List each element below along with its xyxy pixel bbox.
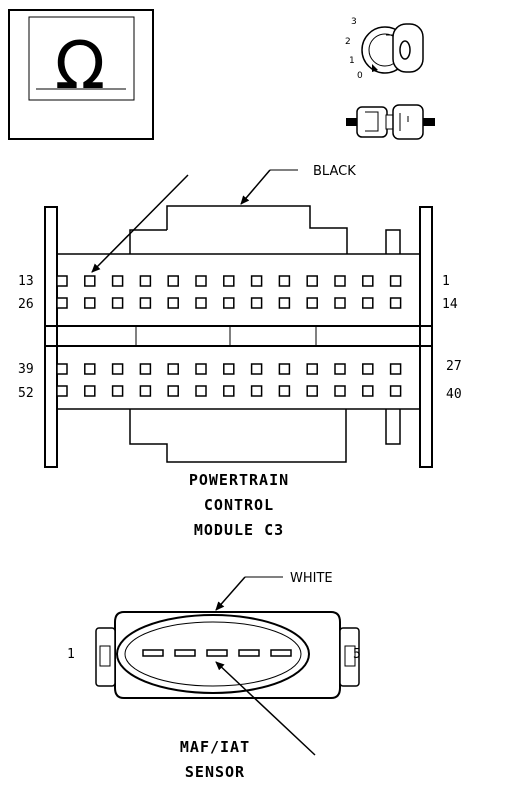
- omega-symbol: Ω: [55, 27, 105, 104]
- maf-pin-cavity: [206, 649, 228, 657]
- pcm-pin-cavity: [195, 275, 207, 287]
- pcm-pin-cavity: [167, 363, 179, 375]
- pcm-pin-grid: [56, 275, 402, 397]
- maf-color-label: WHITE: [290, 571, 333, 586]
- pcm-pin-cavity: [334, 297, 346, 309]
- pcm-pin-label-27: 27: [446, 359, 462, 374]
- pcm-pin-label-39: 39: [18, 362, 34, 377]
- pcm-pin-cavity: [389, 385, 402, 397]
- pcm-pin-cavity: [334, 363, 346, 375]
- pcm-pin-cavity: [139, 275, 152, 287]
- pcm-pin-cavity: [139, 363, 152, 375]
- pcm-pin-cavity: [56, 275, 68, 287]
- pcm-pin-cavity: [389, 297, 402, 309]
- pcm-pin-cavity: [306, 363, 318, 375]
- pcm-pin-cavity: [278, 385, 291, 397]
- pcm-pin-cavity: [84, 363, 96, 375]
- maf-title-line1: MAF/IAT: [180, 738, 250, 756]
- pcm-pin-cavity: [223, 275, 235, 287]
- pcm-pin-label-1: 1: [442, 274, 450, 289]
- pcm-pin-cavity: [139, 385, 152, 397]
- ohmmeter-icon: Ω: [8, 9, 154, 140]
- ignition-key-icon: 3 2 1 0: [345, 17, 424, 81]
- pcm-pin-label-13: 13: [18, 274, 34, 289]
- pcm-pin-cavity: [278, 363, 291, 375]
- maf-pin-label-5: 5: [353, 647, 361, 662]
- pcm-color-label: BLACK: [313, 164, 356, 179]
- pcm-pin-cavity: [139, 297, 152, 309]
- pcm-pin-cavity: [223, 297, 235, 309]
- pcm-pin-cavity: [195, 363, 207, 375]
- pcm-pin-cavity: [111, 297, 124, 309]
- pcm-pin-label-26: 26: [18, 297, 34, 312]
- pcm-pin-cavity: [56, 297, 68, 309]
- pcm-pin-cavity: [111, 363, 124, 375]
- maf-pin-row: [142, 649, 292, 657]
- pcm-pin-cavity: [167, 297, 179, 309]
- maf-pin-cavity: [270, 649, 292, 657]
- key-position-2: 2: [345, 37, 351, 47]
- pcm-pin-cavity: [111, 275, 124, 287]
- maf-iat-connector: WHITE 1 5 MAF/IAT SENSOR: [67, 571, 361, 781]
- pcm-pin-cavity: [56, 385, 68, 397]
- pcm-pin-cavity: [278, 275, 291, 287]
- pcm-pin-cavity: [306, 275, 318, 287]
- pcm-pin-cavity: [84, 385, 96, 397]
- key-position-3: 3: [351, 17, 357, 27]
- pcm-pin-cavity: [334, 275, 346, 287]
- pcm-pin-cavity: [167, 275, 179, 287]
- pcm-pin-cavity: [362, 363, 374, 375]
- maf-title-line2: SENSOR: [185, 763, 245, 781]
- pcm-pin-label-52: 52: [18, 386, 34, 401]
- pcm-pin-cavity: [334, 385, 346, 397]
- pcm-pin-cavity: [250, 275, 263, 287]
- pcm-pin-cavity: [389, 275, 402, 287]
- pcm-pin-label-14: 14: [442, 297, 458, 312]
- pcm-pin-cavity: [306, 385, 318, 397]
- pcm-title-line2: CONTROL: [204, 496, 274, 514]
- maf-pin-cavity: [174, 649, 196, 657]
- pcm-title-line3: MODULE C3: [194, 521, 284, 539]
- key-position-0: 0: [357, 71, 363, 81]
- pcm-pin-label-40: 40: [446, 387, 462, 402]
- pcm-connector: BLACK 13 1 26 14 39 27 52 40 POWERTRAIN: [18, 164, 462, 539]
- pcm-pin-cavity: [250, 297, 263, 309]
- pcm-pin-cavity: [195, 385, 207, 397]
- connector-icon: [346, 104, 435, 140]
- pcm-pin-cavity: [362, 297, 374, 309]
- pcm-pin-cavity: [111, 385, 124, 397]
- pcm-pin-cavity: [56, 363, 68, 375]
- pcm-pin-cavity: [362, 385, 374, 397]
- pcm-pin-cavity: [223, 385, 235, 397]
- pcm-pin-cavity: [84, 297, 96, 309]
- maf-pin-cavity: [142, 649, 164, 657]
- pcm-pin-cavity: [389, 363, 402, 375]
- pcm-pin-cavity: [306, 297, 318, 309]
- pcm-title-line1: POWERTRAIN: [189, 471, 289, 489]
- maf-pin-label-1: 1: [67, 647, 75, 662]
- key-position-1: 1: [349, 56, 355, 66]
- pcm-pin-cavity: [362, 275, 374, 287]
- pcm-pin-cavity: [84, 275, 96, 287]
- pcm-pin-cavity: [223, 363, 235, 375]
- pcm-pin-cavity: [167, 385, 179, 397]
- pcm-pin-cavity: [250, 363, 263, 375]
- pcm-pin-cavity: [278, 297, 291, 309]
- pcm-pin-cavity: [250, 385, 263, 397]
- maf-pin-cavity: [238, 649, 260, 657]
- pcm-pin-cavity: [195, 297, 207, 309]
